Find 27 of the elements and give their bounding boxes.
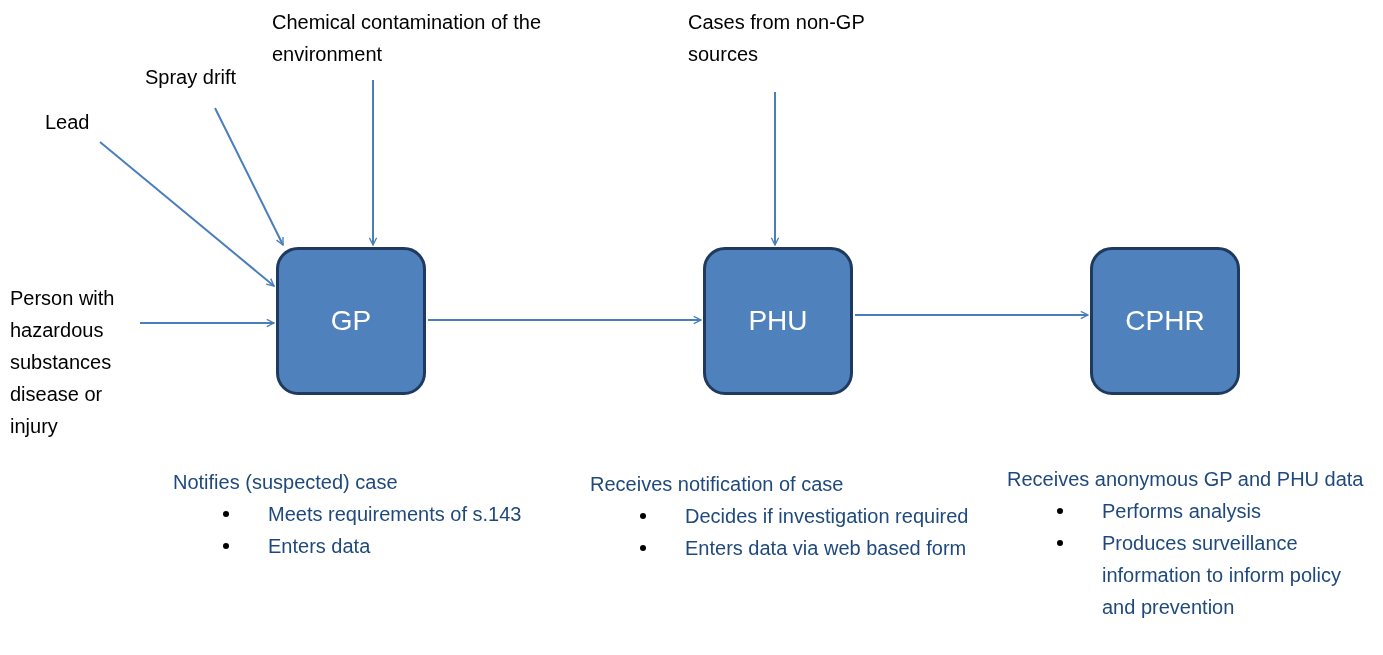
process-box	[1090, 247, 1240, 395]
source-label: Cases from non-GP sources	[688, 11, 865, 65]
source-label: Person with hazardous substances disease or injury	[10, 287, 115, 437]
process-box	[703, 247, 853, 395]
bullet-text: Produces surveillance information to inform policy and prevention	[1102, 532, 1341, 618]
bullet-text: Enters data	[268, 535, 371, 557]
description-heading: Receives anonymous GP and PHU data	[1007, 467, 1365, 492]
arrow	[854, 310, 1089, 320]
source-label: Lead	[45, 111, 90, 133]
bullet-text: Meets requirements of s.143	[268, 503, 522, 525]
arrow	[770, 91, 780, 246]
source-label: Spray drift	[145, 66, 237, 88]
arrow	[368, 79, 378, 246]
description-heading: Notifies (suspected) case	[173, 470, 399, 495]
box-label: CPHR	[1125, 305, 1205, 337]
arrow	[99, 141, 275, 287]
bullet-text: Performs analysis	[1102, 500, 1261, 522]
arrow	[139, 318, 275, 328]
process-box	[276, 247, 426, 395]
arrow	[427, 315, 702, 325]
box-label: GP	[330, 305, 372, 337]
source-label: Chemical contamination of the environment	[272, 11, 542, 65]
description-heading: Receives notification of case	[590, 472, 845, 497]
bullet-text: Decides if investigation required	[685, 505, 969, 527]
bullet-text: Enters data via web based form	[685, 537, 967, 559]
arrow	[214, 107, 284, 246]
box-label: PHU	[748, 305, 808, 337]
